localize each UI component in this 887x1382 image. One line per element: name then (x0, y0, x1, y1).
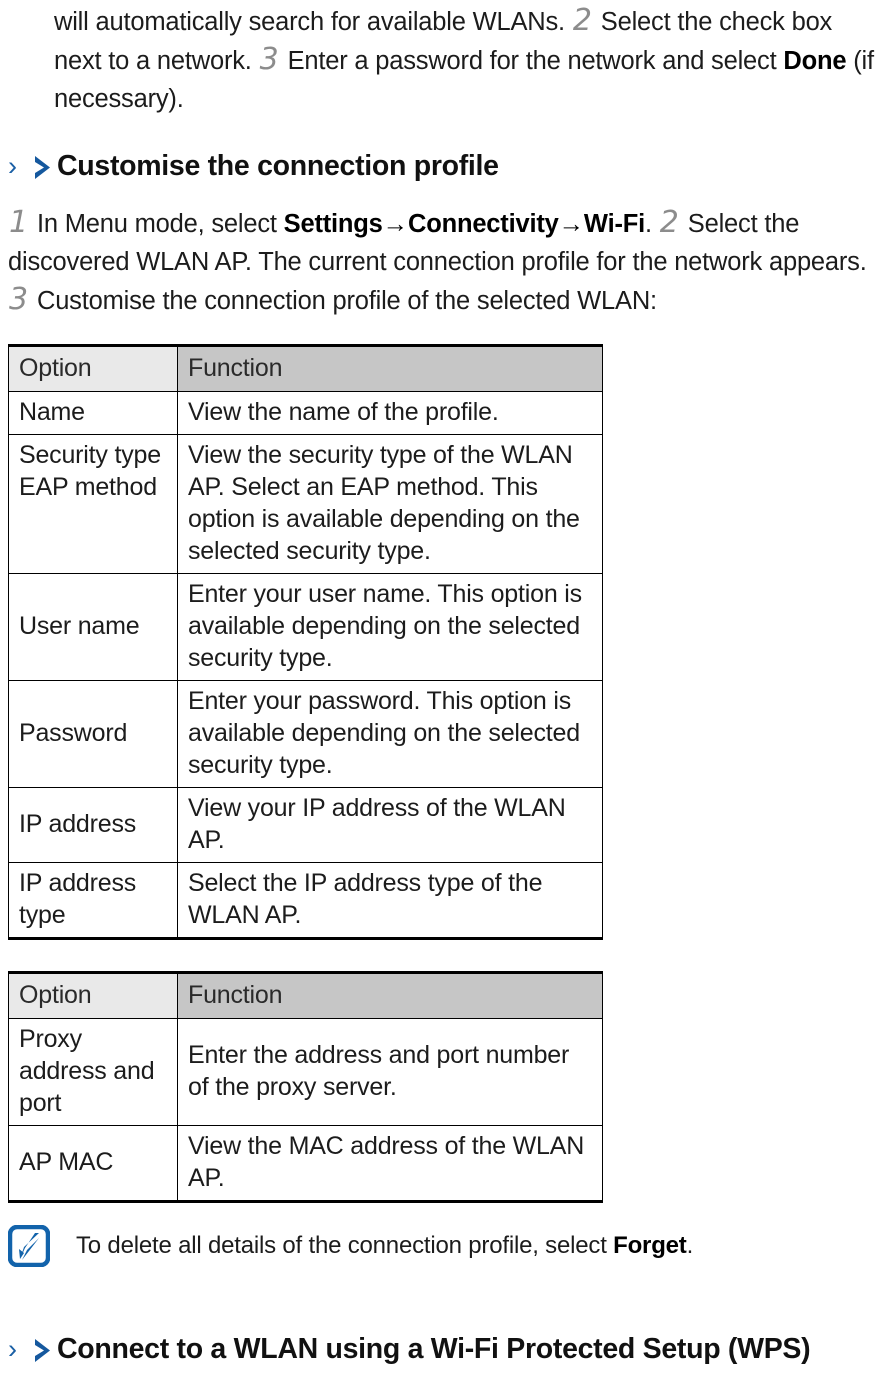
note-pen-icon (7, 1224, 51, 1268)
menu-wifi: Wi-Fi (583, 210, 646, 238)
table-row: User name Enter your user name. This opt… (8, 573, 603, 681)
intro-paragraph: will automatically search for available … (8, 0, 879, 118)
function-cell: View the MAC address of the WLAN AP. (177, 1125, 603, 1203)
option-cell: Security type EAP method (8, 434, 178, 574)
step-number-2: 2 (572, 3, 592, 38)
emphasis-done: Done (783, 47, 847, 75)
function-cell: View your IP address of the WLAN AP. (177, 787, 603, 863)
chevron-right-thin-icon: › (8, 151, 17, 181)
table-row: IP address View your IP address of the W… (8, 787, 603, 863)
spacer (8, 118, 879, 146)
note-text-lead: To delete all details of the connection … (76, 1232, 607, 1259)
function-cell: Enter your password. This option is avai… (177, 680, 603, 788)
function-cell: View the name of the profile. (177, 391, 603, 435)
arrow-icon-2: → (558, 210, 585, 238)
bold-chevron-right-icon (33, 155, 55, 186)
table-row: IP address type Select the IP address ty… (8, 862, 603, 940)
spacer (8, 186, 879, 204)
option-cell: Proxy address and port (8, 1018, 178, 1126)
intro-step3-text: Enter a password for the network and sel… (287, 47, 777, 75)
table-header-row: Option Function (8, 971, 603, 1019)
intro-trailing-text: (if necessary). (54, 47, 874, 113)
connection-profile-options-table: Option Function Name View the name of th… (8, 344, 603, 940)
column-header-function: Function (177, 344, 603, 392)
table-row: Proxy address and port Enter the address… (8, 1018, 603, 1126)
table-gap (8, 940, 879, 971)
function-cell: Enter your user name. This option is ava… (177, 573, 603, 681)
step-number-3: 3 (259, 42, 279, 77)
spacer (8, 1267, 879, 1329)
note-callout: To delete all details of the connection … (7, 1203, 879, 1268)
intro-lead-text: will automatically search for available … (54, 8, 565, 36)
table-row: Password Enter your password. This optio… (8, 680, 603, 788)
option-cell: AP MAC (8, 1125, 178, 1203)
option-cell: Password (8, 680, 178, 788)
section1-steps-paragraph: 1 In Menu mode, select Settings→Connecti… (8, 204, 879, 320)
option-cell: IP address type (8, 862, 178, 940)
table-row: AP MAC View the MAC address of the WLAN … (8, 1125, 603, 1203)
note-text-trailing: . (686, 1232, 694, 1259)
function-cell: View the security type of the WLAN AP. S… (177, 434, 603, 574)
step1-text: In Menu mode, select (36, 210, 277, 238)
section-heading-customise-profile: › Customise the connection profile (8, 146, 879, 186)
table-row: Name View the name of the profile. (8, 391, 603, 435)
step-number-1: 1 (9, 205, 29, 240)
step1-period: . (645, 210, 652, 238)
step-number-2: 2 (659, 205, 679, 240)
option-cell: IP address (8, 787, 178, 863)
arrow-icon-1: → (382, 210, 409, 238)
section-heading-connect-wps: › Connect to a WLAN using a Wi-Fi Protec… (8, 1329, 879, 1369)
spacer (8, 320, 879, 344)
option-cell: User name (8, 573, 178, 681)
intro-step2-text: Select the check box next to a network. (54, 8, 833, 75)
column-header-function: Function (177, 971, 603, 1019)
column-header-option: Option (8, 344, 178, 392)
table-header-row: Option Function (8, 344, 603, 392)
function-cell: Enter the address and port number of the… (177, 1018, 603, 1126)
note-text: To delete all details of the connection … (76, 1230, 693, 1262)
section2-title: Connect to a WLAN using a Wi-Fi Protecte… (57, 1333, 811, 1365)
connection-profile-options-table-continued: Option Function Proxy address and port E… (8, 971, 603, 1203)
emphasis-forget: Forget (613, 1232, 687, 1259)
chevron-right-thin-icon: › (8, 1334, 17, 1364)
table-row: Security type EAP method View the securi… (8, 434, 603, 574)
menu-connectivity: Connectivity (407, 210, 559, 238)
function-cell: Select the IP address type of the WLAN A… (177, 862, 603, 940)
column-header-option: Option (8, 971, 178, 1019)
step3-text: Customise the connection profile of the … (36, 287, 657, 315)
menu-settings: Settings (283, 210, 383, 238)
step-number-3: 3 (9, 282, 29, 317)
bold-chevron-right-icon (33, 1338, 55, 1369)
section1-title: Customise the connection profile (57, 150, 499, 182)
step2-text: Select the discovered WLAN AP. The curre… (8, 210, 867, 276)
option-cell: Name (8, 391, 178, 435)
